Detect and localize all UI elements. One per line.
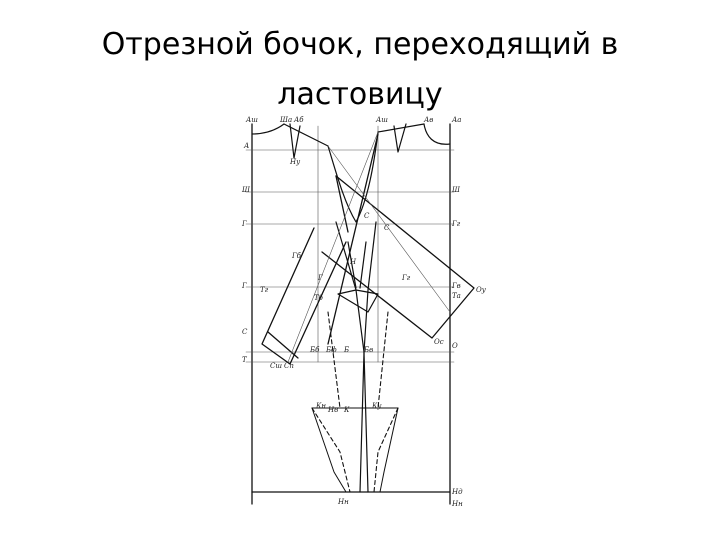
sleeve-center-line bbox=[327, 133, 379, 345]
label-gb: Гб bbox=[291, 252, 302, 260]
label-sh: Ш bbox=[241, 186, 251, 194]
point-labels: Аш Ша Аб Аш Ав Аа А Ну Ш Ш Г Гг Гб Г Г Г… bbox=[241, 116, 487, 508]
side-line-left bbox=[311, 407, 347, 493]
slide-title: Отрезной бочок, переходящий в ластовицу bbox=[101, 27, 619, 112]
label-nu: Ну bbox=[289, 158, 301, 166]
label-aa: Аа bbox=[451, 116, 461, 124]
sleeve-cap-line bbox=[335, 175, 349, 233]
side-line-right bbox=[379, 407, 399, 493]
construction-lines bbox=[245, 125, 455, 363]
side-panel-right-seam bbox=[363, 221, 377, 493]
pattern-frame bbox=[251, 123, 451, 505]
label-t: Т bbox=[242, 356, 248, 364]
side-panel-left-seam bbox=[335, 221, 365, 493]
label-s-2: С bbox=[364, 212, 370, 220]
label-o: О bbox=[452, 342, 458, 350]
label-ash-2: Аш bbox=[375, 116, 388, 124]
sleeve-outline-left bbox=[261, 227, 347, 365]
armhole-curve bbox=[327, 131, 379, 223]
pattern-drawing-svg: Аш Ша Аб Аш Ав Аа А Ну Ш Ш Г Гг Гб Г Г Г… bbox=[241, 116, 487, 508]
sleeve-outline-right bbox=[321, 175, 475, 339]
diagonal-guides bbox=[287, 131, 451, 363]
label-ab: Аб bbox=[293, 116, 304, 124]
sleeve-rotated bbox=[261, 133, 475, 365]
pattern-drawing: Аш Ша Аб Аш Ав Аа А Ну Ш Ш Г Гг Гб Г Г Г… bbox=[228, 112, 498, 517]
diagonal-guide-2 bbox=[287, 131, 379, 363]
label-s-3: С bbox=[384, 224, 390, 232]
lower-side-seams bbox=[311, 311, 399, 493]
label-kn: Кн bbox=[315, 402, 326, 410]
label-sh-2: Ш bbox=[451, 186, 461, 194]
label-g-2: Г bbox=[241, 282, 247, 290]
back-neckline bbox=[251, 123, 285, 135]
label-av: Ав bbox=[423, 116, 433, 124]
label-tg: Тг bbox=[260, 286, 269, 294]
label-gg-2: Гг bbox=[401, 274, 411, 282]
front-neckline bbox=[423, 123, 451, 145]
side-seam-dashed-left bbox=[311, 407, 351, 493]
label-sp: Сп bbox=[284, 362, 294, 370]
label-sha: Ша bbox=[279, 116, 292, 124]
label-os: Ос bbox=[434, 338, 444, 346]
label-ku: Ку bbox=[371, 402, 382, 410]
label-a: А bbox=[243, 142, 249, 150]
label-k: К bbox=[343, 406, 350, 414]
side-seam-dashed-right bbox=[373, 407, 399, 493]
lower-side-lines bbox=[311, 407, 399, 493]
label-ash: Аш bbox=[245, 116, 258, 124]
front-chest-dart bbox=[393, 123, 407, 153]
sleeve-cuff-left bbox=[267, 331, 299, 359]
label-bv: Бв bbox=[363, 346, 373, 354]
label-bf: Бф bbox=[325, 346, 337, 354]
label-b: Б bbox=[343, 346, 349, 354]
label-s: С bbox=[242, 328, 248, 336]
label-tb: Тб bbox=[314, 294, 324, 302]
label-ta: Та bbox=[452, 292, 461, 300]
label-nn-2: Нн bbox=[451, 500, 463, 508]
label-bb: Бб bbox=[309, 346, 320, 354]
side-seam-dashed-upper-right bbox=[377, 311, 389, 409]
label-g-3: Г bbox=[317, 274, 323, 282]
diagonal-guide-1 bbox=[327, 145, 451, 313]
armhole bbox=[327, 131, 379, 223]
gusset-dart-2 bbox=[359, 241, 367, 289]
back-shoulder-dart bbox=[289, 123, 301, 159]
front-shoulder-seam bbox=[377, 123, 425, 133]
gusset-outline bbox=[337, 289, 379, 313]
label-ou: Оу bbox=[476, 286, 487, 294]
label-nn: Нн bbox=[337, 498, 349, 506]
label-ssh: Сш bbox=[270, 362, 282, 370]
label-nv: Нв bbox=[327, 406, 338, 414]
back-shoulder-seam bbox=[283, 123, 329, 147]
label-gv: Гв bbox=[451, 282, 461, 290]
label-gg: Гг bbox=[451, 220, 461, 228]
label-n: Н bbox=[349, 258, 357, 266]
label-g: Г bbox=[241, 220, 247, 228]
front-neck-shoulder bbox=[377, 123, 451, 153]
side-seam-dashed-upper-left bbox=[327, 311, 341, 409]
gusset-dart-1 bbox=[347, 241, 357, 289]
back-neck-shoulder bbox=[251, 123, 329, 159]
label-nd: Нд bbox=[451, 488, 463, 496]
side-panel-gusset bbox=[335, 221, 379, 493]
